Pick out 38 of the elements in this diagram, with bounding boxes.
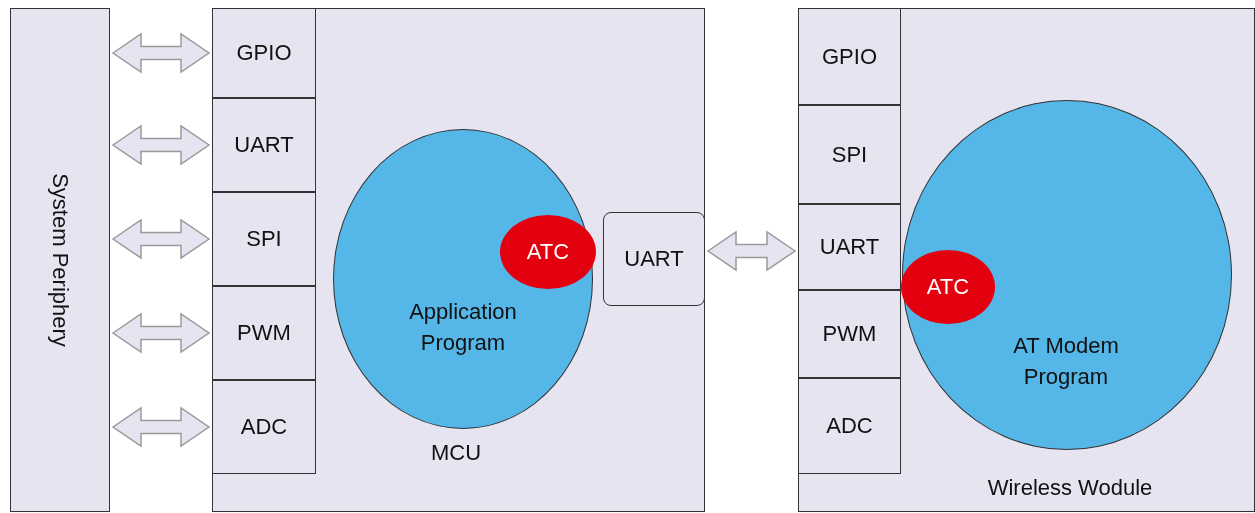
module-box: [212, 8, 705, 512]
node-label: UART: [819, 234, 880, 260]
node-label: ADC: [240, 414, 288, 440]
double-arrow: [111, 312, 211, 354]
interface-box: [798, 290, 901, 378]
node-label: Wireless Wodule: [987, 475, 1153, 501]
node-label: PWM: [237, 320, 291, 346]
double-arrow: [111, 406, 211, 448]
double-arrow: [111, 218, 211, 260]
node-label: UART: [624, 246, 684, 272]
interface-box: [798, 378, 901, 474]
module-box: [798, 8, 1255, 512]
interface-box: [798, 105, 901, 204]
node-label: GPIO: [822, 43, 877, 70]
interface-box: [212, 192, 316, 286]
node-label: ADC: [826, 413, 873, 439]
interface-box: [212, 380, 316, 474]
module-box: [10, 8, 110, 512]
double-arrow: [111, 32, 211, 74]
node-label: SPI: [246, 226, 282, 252]
double-arrow: [706, 230, 797, 272]
interface-box: [212, 98, 316, 192]
node-label: System Periphery: [47, 173, 73, 347]
node-label: AT Modem Program: [1012, 332, 1120, 391]
node-label: ATC: [926, 274, 970, 300]
node-label: MCU: [430, 440, 482, 466]
interface-box: [603, 212, 705, 306]
node-label: UART: [234, 132, 294, 158]
interface-box: [212, 8, 316, 98]
interface-box: [798, 8, 901, 105]
interface-box: [798, 204, 901, 290]
double-arrow: [111, 124, 211, 166]
node-label: PWM: [822, 321, 877, 347]
interface-box: [212, 286, 316, 380]
node-label: SPI: [831, 141, 868, 168]
node-label: ATC: [526, 239, 570, 265]
node-label: GPIO: [236, 40, 292, 66]
node-label: Application Program: [408, 298, 518, 357]
